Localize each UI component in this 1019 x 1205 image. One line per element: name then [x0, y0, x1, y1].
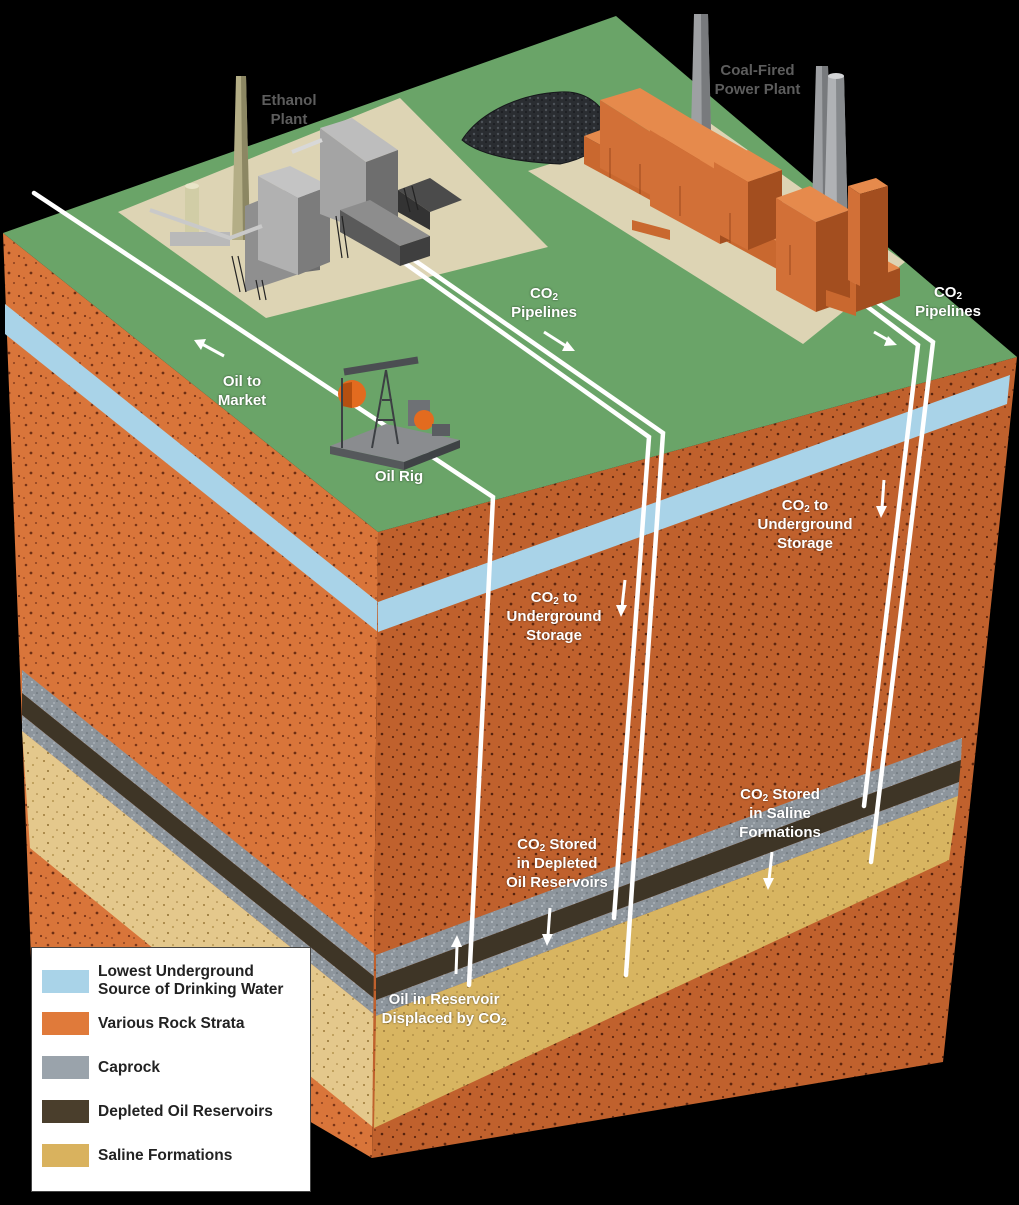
arrow-oil-displaced	[451, 935, 462, 975]
ground-surface	[3, 16, 1017, 532]
legend-item-caprock: Caprock	[42, 1056, 304, 1079]
co2-pipeline-ethanol-a	[389, 251, 652, 921]
legend-label-depleted-oil: Depleted Oil Reservoirs	[98, 1102, 273, 1120]
legend-swatch-rock-strata	[42, 1012, 89, 1035]
left-oil-layer	[22, 693, 376, 1000]
arrow-oil-to-market	[194, 339, 225, 358]
legend-item-saline: Saline Formations	[42, 1144, 304, 1167]
legend-swatch-drinking-water	[42, 969, 89, 993]
legend-label-rock-strata: Various Rock Strata	[98, 1014, 245, 1032]
oil-pipeline	[31, 190, 496, 988]
right-oil-layer	[376, 760, 961, 1000]
legend-item-rock-strata: Various Rock Strata	[42, 1012, 304, 1035]
ethanol-plant	[149, 76, 462, 301]
legend-label-saline: Saline Formations	[98, 1146, 233, 1164]
arrow-co2-pipelines-left	[543, 330, 575, 351]
legend-swatch-caprock	[42, 1056, 89, 1079]
oil-rig	[330, 356, 460, 470]
arrow-co2-saline	[763, 851, 774, 890]
arrow-co2-pipelines-right	[873, 330, 897, 346]
co2-pipeline-coal-a	[861, 302, 921, 809]
arrow-co2-storage-center	[616, 579, 627, 617]
legend-label-caprock: Caprock	[98, 1058, 161, 1076]
right-water-layer	[378, 375, 1010, 632]
right-face	[372, 357, 1017, 1158]
arrow-co2-storage-right	[876, 479, 887, 518]
legend-swatch-saline	[42, 1144, 89, 1167]
left-water-layer	[5, 304, 378, 632]
legend-swatch-depleted-oil	[42, 1100, 89, 1123]
coal-power-plant	[584, 14, 900, 316]
legend-item-depleted-oil: Depleted Oil Reservoirs	[42, 1100, 304, 1123]
co2-pipeline-coal-b	[868, 300, 936, 865]
flow-arrows	[194, 330, 897, 975]
pipelines	[31, 190, 936, 988]
co2-pipeline-ethanol-b	[401, 250, 666, 978]
arrow-co2-depleted	[542, 907, 553, 946]
label-oil-rig: Oil Rig	[374, 468, 424, 485]
